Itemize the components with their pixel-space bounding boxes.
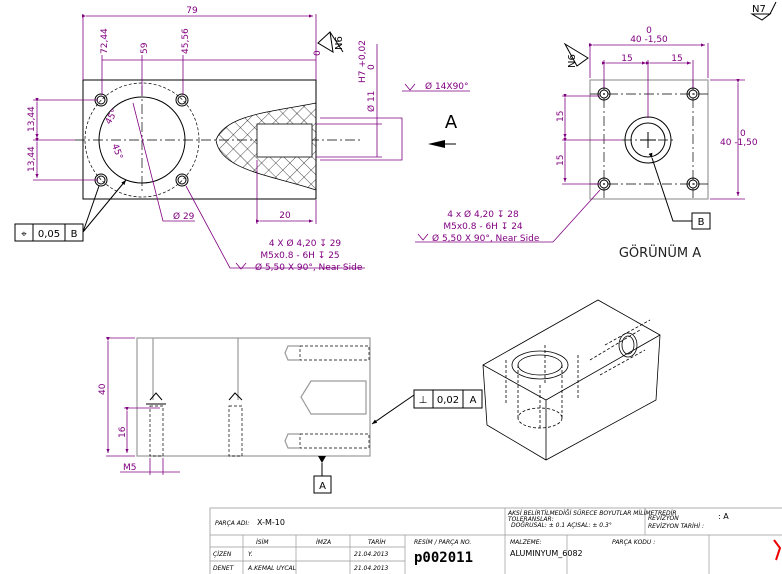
dim-72-44: 72,44	[100, 28, 110, 54]
revision-value: : A	[718, 512, 729, 521]
perpendicularity-tolerance-frame: ⊥ 0,02 A	[413, 389, 483, 409]
svg-text:N6: N6	[334, 36, 345, 50]
view-a-datum-b	[691, 212, 711, 230]
surface-finish-n6-view-a: N6	[563, 42, 589, 68]
view-a-height: 40 -1,50	[720, 138, 758, 148]
side-dim-16: 16	[118, 426, 128, 438]
svg-text:ÇİZEN: ÇİZEN	[213, 551, 232, 558]
svg-text:21.04.2013: 21.04.2013	[354, 565, 389, 572]
side-view: 40 16 M5 ⊥ 0,02 A A	[98, 337, 483, 494]
view-a-dim-15-h2: 15	[671, 54, 682, 64]
dim-20: 20	[279, 211, 291, 221]
svg-text:N6: N6	[567, 54, 578, 68]
dim-45-56: 45,56	[181, 28, 191, 54]
svg-text:B: B	[71, 229, 78, 240]
part-name-label: PARÇA ADI:	[215, 520, 249, 527]
svg-text:A: A	[470, 395, 477, 406]
svg-text:0,02: 0,02	[437, 395, 459, 406]
view-a-width-upper: 0	[646, 26, 652, 36]
position-tolerance-frame: ⌖ 0,05 B	[14, 223, 84, 242]
view-arrow-a: A	[428, 112, 458, 148]
view-a-hole-note-2: M5x0.8 - 6H ↧ 24	[443, 222, 523, 232]
svg-text:A.KEMAL UYCAL: A.KEMAL UYCAL	[247, 565, 296, 572]
view-a-dim-15-v1: 15	[556, 111, 566, 122]
logo-fragment	[773, 539, 782, 561]
svg-text:RESİM / PARÇA NO.: RESİM / PARÇA NO.	[414, 539, 471, 546]
svg-text:TARİH: TARİH	[368, 539, 386, 546]
svg-text:B: B	[698, 217, 705, 228]
front-view: 79 72,44 59 45,56 0 N6 13,44 13,44 45° 4…	[14, 6, 470, 273]
hole-note-2: M5x0.8 - 6H ↧ 25	[260, 251, 339, 261]
section-bore	[256, 123, 313, 158]
dim-dia-29: Ø 29	[173, 211, 195, 222]
svg-text:⌖: ⌖	[21, 229, 27, 240]
angle-45-top: 45°	[104, 108, 121, 127]
part-name: X-M-10	[257, 518, 285, 527]
svg-text:21.04.2013: 21.04.2013	[354, 551, 389, 558]
svg-text:PARÇA KODU :: PARÇA KODU :	[612, 539, 655, 546]
svg-text:⊥: ⊥	[419, 395, 428, 406]
side-dim-40: 40	[98, 383, 108, 395]
bore-tol-lower: 0	[367, 64, 377, 70]
view-a-hole-note-3: Ø 5,50 X 90°, Near Side	[432, 233, 540, 244]
bore-dia-11: Ø 11	[366, 91, 377, 112]
svg-text:A: A	[445, 112, 458, 133]
material: ALUMINYUM_6082	[510, 549, 583, 558]
isometric-view	[482, 299, 661, 461]
title-block: PARÇA ADI: X-M-10 AKSİ BELİRTİLMEDİĞİ SÜ…	[209, 507, 782, 574]
view-a-title: GÖRÜNÜM A	[619, 244, 701, 261]
svg-text:TOLERANSLAR:: TOLERANSLAR:	[508, 516, 554, 523]
angle-45-bottom: 45°	[109, 143, 124, 161]
svg-text:DENET: DENET	[213, 565, 235, 572]
dim-59: 59	[140, 42, 150, 54]
view-a-hole-note-1: 4 x Ø 4,20 ↧ 28	[447, 209, 519, 220]
dim-13-44-top: 13,44	[27, 106, 37, 132]
view-a-dim-15-h1: 15	[621, 54, 632, 64]
revision-label: REVİZYON	[648, 515, 679, 522]
side-dim-m5: M5	[123, 463, 137, 473]
view-a-width: 40 -1,50	[630, 35, 668, 45]
dim-13-44-bottom: 13,44	[27, 146, 37, 172]
svg-text:A: A	[319, 481, 326, 492]
svg-text:DOĞRUSAL: ± 0.1 AÇISAL: ± 0: DOĞRUSAL: ± 0.1 AÇISAL: ± 0.3°	[511, 522, 612, 529]
svg-text:Y.: Y.	[248, 551, 253, 558]
dim-79: 79	[186, 6, 198, 16]
surface-finish-n6: N6	[317, 30, 345, 53]
revision-date-label: REVİZYON TARİHİ :	[648, 523, 704, 530]
svg-text:İMZA: İMZA	[316, 539, 331, 546]
svg-text:İSİM: İSİM	[256, 539, 269, 546]
drawing-number: p002011	[414, 550, 473, 566]
view-a-dim-15-v2: 15	[556, 155, 566, 166]
surface-finish-n7: N7	[750, 1, 777, 21]
svg-text:0,05: 0,05	[38, 229, 60, 240]
hole-note-1: 4 X Ø 4,20 ↧ 29	[269, 238, 342, 249]
svg-text:MALZEME:: MALZEME:	[510, 539, 542, 546]
hole-note-3: Ø 5,50 X 90°, Near Side	[255, 262, 363, 273]
bore-tol-upper: H7 +0,02	[358, 40, 368, 83]
bolt-circle	[84, 82, 200, 198]
view-a-height-upper: 0	[740, 129, 746, 139]
dim-zero: 0	[313, 50, 323, 56]
side-datum-a	[313, 475, 332, 494]
svg-text:N7: N7	[752, 4, 766, 15]
view-a: 0 40 -1,50 15 15 15 15 0 40 -1,50 N6 N7 …	[415, 1, 777, 261]
svg-text:AKSİ BELİRTİLMEDİĞİ SÜRECE BOY: AKSİ BELİRTİLMEDİĞİ SÜRECE BOYUTLAR MİLİ…	[507, 510, 677, 517]
chamfer-note: Ø 14X90°	[425, 81, 469, 92]
